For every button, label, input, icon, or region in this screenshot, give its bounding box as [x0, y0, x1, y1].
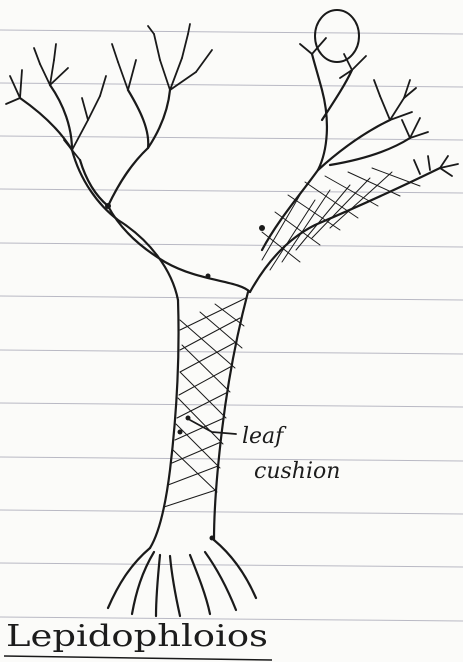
branch-node-dots	[105, 203, 265, 541]
trunk-left-edge	[150, 300, 179, 548]
left-branch-outer	[72, 150, 178, 300]
tree-drawing	[6, 10, 458, 616]
roots	[108, 540, 256, 616]
leaf-cushion-label-line2: cushion	[254, 459, 340, 484]
diagram-caption: Lepidophloios	[6, 619, 268, 654]
right-branch-lower	[250, 168, 440, 292]
label-pointer-line	[190, 420, 236, 434]
leaf-cushion-label-line1: leaf	[242, 424, 287, 449]
left-twigs	[6, 24, 212, 160]
right-branch-upper	[262, 54, 327, 250]
cone-strobilus	[315, 10, 359, 62]
caption-underline	[4, 656, 272, 660]
left-branch-inner	[108, 206, 250, 292]
branch-cross-hatching	[262, 168, 420, 270]
